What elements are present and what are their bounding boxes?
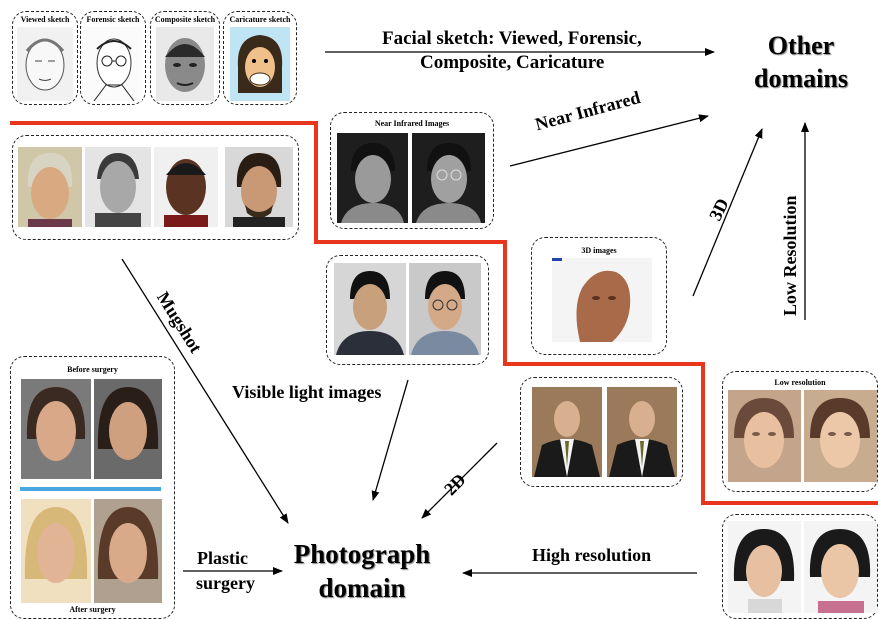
mugshot-photo-2 [85, 147, 151, 227]
low-resolution-label: Low Resolution [780, 195, 800, 316]
composite-sketch-caption: Composite sketch [154, 15, 216, 24]
plastic-surgery-label-line1: Plastic [197, 548, 248, 568]
plastic-surgery-label-line2: surgery [196, 573, 255, 593]
domain-boundary-line [10, 121, 878, 505]
forensic-sketch-image [86, 27, 142, 101]
viewed-sketch-box: Viewed sketch [12, 11, 78, 105]
facial-sketch-label-line2: Composite, Caricature [420, 52, 605, 73]
high-resolution-box [722, 514, 878, 619]
after-photo-2 [94, 499, 162, 603]
after-surgery-caption: After surgery [69, 605, 116, 614]
high-resolution-label: High resolution [532, 545, 652, 565]
other-domains-label: Other domains [754, 31, 848, 93]
arrow-three-d [692, 128, 763, 297]
after-photo-1 [21, 499, 91, 603]
mugshot-photo-3 [154, 147, 218, 227]
visible-photo-2 [409, 263, 481, 355]
high-res-photo-1 [728, 521, 801, 613]
arrow-two-d [421, 442, 498, 519]
low-resolution-box: Low resolution [722, 371, 878, 492]
near-infrared-box: Near Infrared Images [330, 112, 494, 229]
caricature-sketch-caption: Caricature sketch [229, 15, 291, 24]
nir-photo-2 [412, 133, 485, 223]
before-photo-1 [21, 379, 91, 479]
low-res-photo-1 [728, 390, 801, 482]
mugshot-box [12, 135, 299, 240]
facial-sketch-label-line1: Facial sketch: Viewed, Forensic, [382, 28, 642, 49]
forensic-sketch-box: Forensic sketch [80, 11, 146, 105]
caricature-sketch-image [230, 27, 290, 101]
arrow-mugshot [121, 258, 289, 524]
high-res-photo-2 [804, 521, 877, 613]
arrow-near-infrared [509, 114, 709, 167]
three-d-box: 3D images [531, 237, 667, 355]
mugshot-photo-4 [225, 147, 293, 227]
photograph-domain-label: Photograph domain [293, 539, 431, 603]
three-d-caption: 3D images [581, 246, 617, 255]
two-d-photo-2 [607, 387, 677, 477]
caricature-sketch-box: Caricature sketch [223, 11, 297, 105]
nir-photo-1 [337, 133, 408, 223]
visible-light-label: Visible light images [232, 382, 382, 402]
before-surgery-caption: Before surgery [67, 365, 118, 374]
before-photo-2 [94, 379, 162, 479]
visible-light-box [326, 255, 489, 365]
viewed-sketch-caption: Viewed sketch [20, 15, 70, 24]
visible-photo-1 [334, 263, 406, 355]
near-infrared-caption: Near Infrared Images [374, 119, 450, 128]
mugshot-photo-1 [18, 147, 82, 227]
composite-sketch-box: Composite sketch [150, 11, 220, 105]
two-d-box [520, 377, 683, 487]
low-res-photo-2 [804, 390, 877, 482]
composite-sketch-image [156, 27, 214, 101]
forensic-sketch-caption: Forensic sketch [86, 15, 140, 24]
low-resolution-caption: Low resolution [774, 378, 826, 387]
viewed-sketch-image [17, 27, 73, 101]
three-d-render [552, 258, 652, 342]
arrow-visible-light [371, 379, 409, 501]
two-d-photo-1 [532, 387, 602, 477]
